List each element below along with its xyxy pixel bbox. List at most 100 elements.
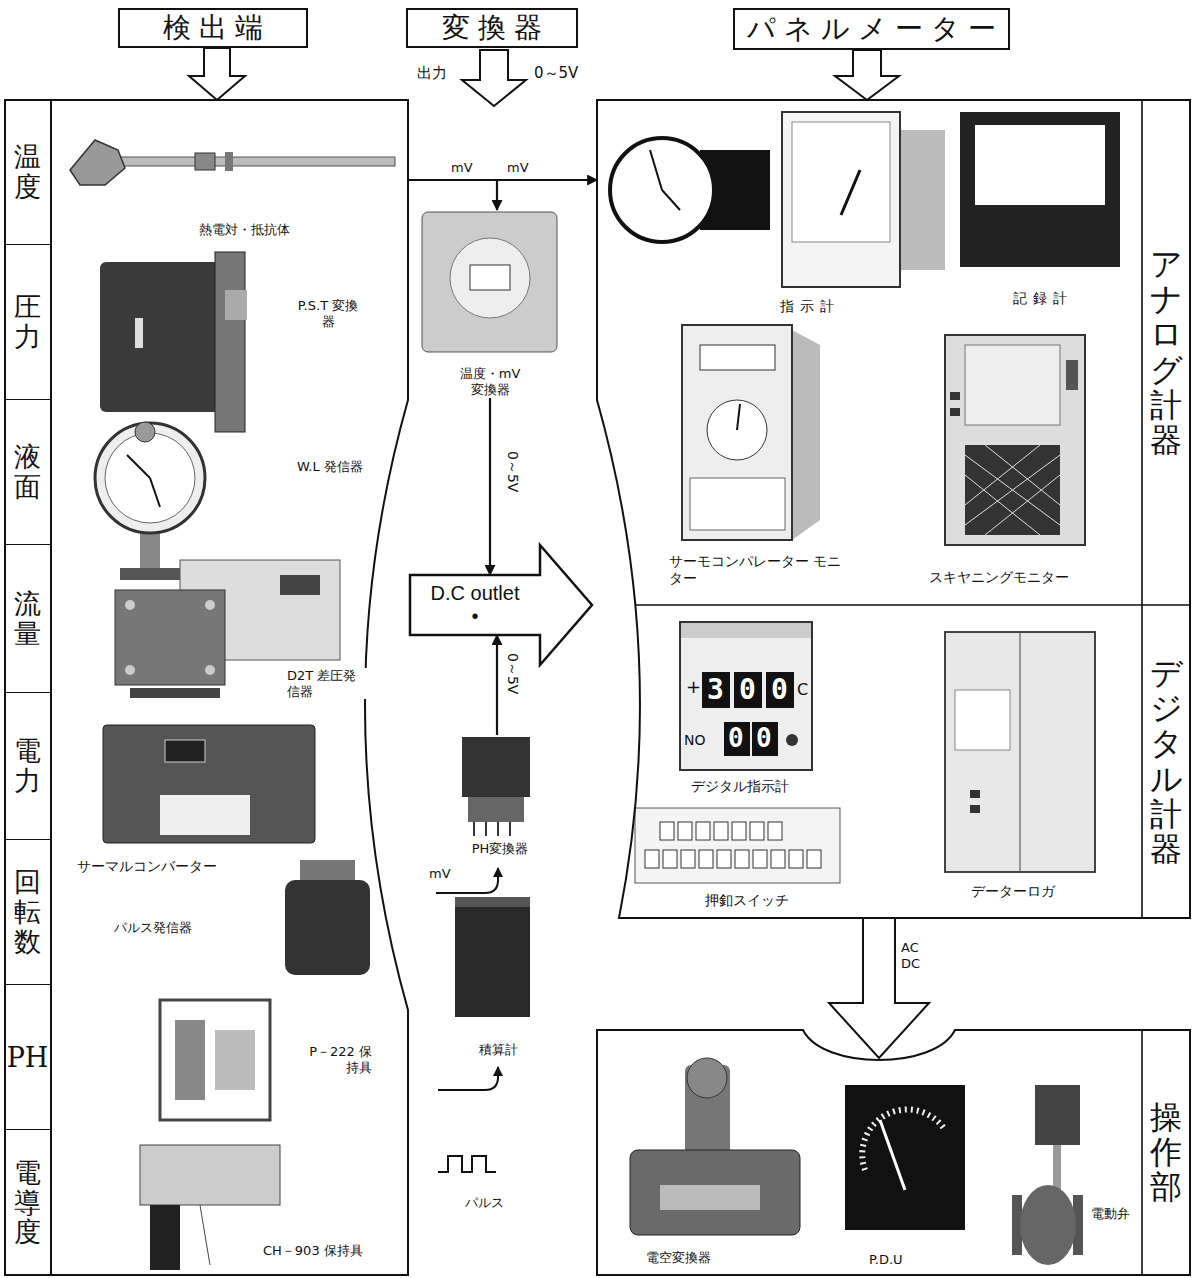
text-holder: 温度・mV 変換器	[455, 366, 525, 399]
text-holder: 温度	[14, 142, 41, 201]
integrator	[455, 897, 530, 1017]
device-caption: 温度・mV 変換器	[455, 366, 525, 399]
ph-converter	[497, 822, 499, 836]
push-buttons	[735, 850, 749, 868]
push-buttons	[768, 822, 782, 840]
section-band: 操作部	[597, 1030, 1190, 1275]
category-cell: 流量	[5, 545, 52, 693]
caption-label: +	[686, 676, 701, 698]
pdu	[845, 1085, 965, 1230]
scanning-monitor	[1066, 360, 1078, 390]
category-cell: PH	[5, 985, 52, 1130]
category-text: 流量	[14, 589, 41, 648]
caption-label: パルス	[464, 1195, 505, 1211]
scanning-monitor	[950, 392, 960, 400]
data-logger	[970, 805, 980, 813]
push-buttons	[645, 850, 659, 868]
caption-label: 電動弁	[1090, 1206, 1131, 1222]
push-buttons	[732, 822, 746, 840]
ch903-holder	[140, 1145, 280, 1205]
thermocouple	[225, 152, 233, 171]
text-holder: D.C outlet •	[430, 582, 520, 628]
category-text: PH	[7, 1042, 49, 1073]
category-text: 温度	[14, 142, 41, 201]
thermo-comparator	[682, 325, 820, 540]
ep-converter	[630, 1150, 800, 1235]
push-buttons	[660, 822, 674, 840]
block-arrow	[829, 918, 929, 1058]
pdu	[845, 1085, 965, 1230]
pdu	[862, 1109, 945, 1170]
caption-label: C	[797, 680, 808, 699]
push-buttons	[807, 850, 821, 868]
output-arrow	[462, 50, 526, 106]
block-arrow	[189, 48, 245, 100]
section-band: アナログ計器	[597, 100, 1190, 605]
thermal-converter	[165, 740, 205, 762]
ph-converter	[462, 737, 530, 836]
thermocouple	[120, 157, 395, 166]
category-cell: 液面	[5, 400, 52, 545]
motor-valve	[1053, 1145, 1061, 1190]
square-meter	[782, 112, 945, 287]
level-gauge	[135, 422, 155, 442]
thermal-converter	[103, 725, 315, 843]
level-gauge	[95, 422, 205, 580]
text-holder: 流量	[14, 589, 41, 648]
push-buttons	[681, 850, 695, 868]
caption-label: P.S.T 変換器	[296, 298, 360, 329]
pst-transducer	[100, 252, 247, 432]
pulse-input-line	[438, 1067, 498, 1090]
scanning-monitor	[945, 335, 1085, 545]
square-meter	[782, 112, 900, 287]
push-buttons	[750, 822, 764, 840]
category-cell: 回転数	[5, 840, 52, 985]
header-text: 検出端	[163, 11, 271, 45]
dp-transmitter	[125, 665, 135, 675]
level-gauge	[140, 530, 160, 572]
level-gauge	[127, 455, 150, 478]
device-caption: PH変換器	[472, 841, 529, 857]
round-meter	[662, 190, 680, 210]
text-holder: 操作部	[1142, 1030, 1190, 1275]
text-holder: アナログ計器	[1142, 100, 1190, 605]
pst-transducer	[225, 290, 247, 320]
digital-indicator	[681, 623, 811, 638]
text-holder: パネルメーター	[739, 12, 1004, 46]
thermo-comparator	[737, 404, 740, 430]
push-buttons	[663, 850, 677, 868]
text-holder: 変換器	[434, 11, 550, 45]
dp-transmitter	[130, 688, 220, 698]
integrator	[455, 897, 530, 1017]
divider-line	[1141, 1030, 1143, 1275]
motor-valve	[1020, 1185, 1076, 1265]
p222-holder	[160, 1000, 270, 1120]
scanning-monitor	[965, 345, 1060, 425]
section-title: アナログ計器	[1150, 247, 1182, 458]
thermal-converter	[160, 795, 250, 835]
caption-label: スキヤニングモニター	[928, 569, 1070, 586]
display-digits: 300	[707, 673, 803, 707]
text-holder: 電導度	[14, 1158, 41, 1247]
push-buttons	[699, 850, 713, 868]
dp-transmitter	[280, 575, 320, 595]
thermocouple	[70, 140, 125, 185]
signal-arrow	[489, 398, 491, 575]
category-text: 回転数	[14, 867, 41, 956]
digital-indicator	[680, 622, 812, 770]
temp-mv-converter	[422, 212, 557, 352]
section-title: 操作部	[1150, 1100, 1182, 1206]
push-buttons	[645, 822, 821, 868]
data-logger	[970, 790, 980, 798]
pulse-symbol	[438, 1156, 496, 1172]
device-caption: 積算計	[479, 1042, 518, 1058]
dp-transmitter	[205, 600, 215, 610]
level-gauge	[150, 478, 160, 507]
push-buttons	[717, 850, 731, 868]
category-text: 圧力	[14, 292, 41, 351]
caption-label: CH－903 保持具	[262, 1243, 364, 1259]
outline	[597, 100, 1190, 605]
push-buttons	[789, 850, 803, 868]
data-logger	[955, 690, 1010, 750]
